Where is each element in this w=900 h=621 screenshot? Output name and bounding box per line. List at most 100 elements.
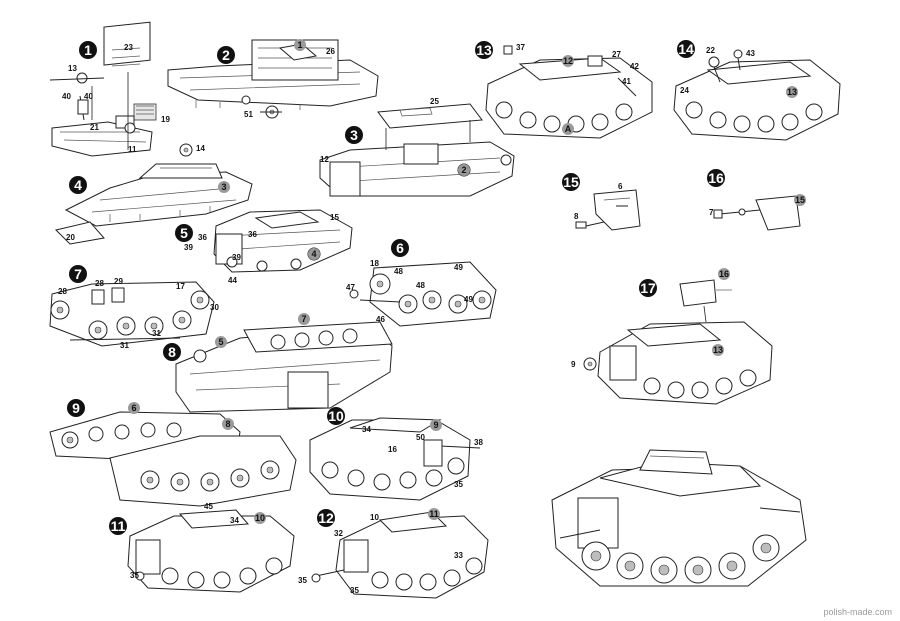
step-16-ref-badge — [794, 194, 806, 206]
step-9-drawing — [49, 411, 297, 507]
part-label: 48 — [394, 267, 403, 276]
step-6-number: 6 — [396, 240, 404, 256]
step-1-badge — [79, 41, 97, 59]
part-label: 37 — [516, 43, 525, 52]
step-10-drawing — [309, 417, 481, 501]
step-9-callouts: 9 6 8 — [67, 399, 234, 430]
step-3-drawing — [319, 103, 515, 197]
step-8-number: 8 — [168, 344, 176, 360]
step-5-ref-badge — [308, 248, 320, 260]
step-8-drawing — [175, 321, 393, 413]
part-label: 35 — [298, 576, 307, 585]
step-14-callouts: 14 13 22 43 24 — [677, 40, 798, 98]
step-12-drawing — [311, 511, 489, 599]
step-17-ref-badge — [718, 268, 730, 280]
step-10-ref-number: 9 — [433, 420, 438, 430]
step-16-number: 16 — [708, 170, 724, 186]
step-5-number: 5 — [180, 225, 188, 241]
part-label: 40 — [84, 92, 93, 101]
part-label: 10 — [370, 513, 379, 522]
part-label: 51 — [244, 110, 253, 119]
part-label: 31 — [152, 329, 161, 338]
step-8-ref-number: 7 — [301, 314, 306, 324]
part-label: 39 — [184, 243, 193, 252]
part-label: 25 — [430, 97, 439, 106]
step-4-badge — [69, 176, 87, 194]
step-13-callouts: 13 12 37 27 42 41 A — [475, 41, 639, 135]
part-label: 45 — [204, 502, 213, 511]
part-label: 46 — [376, 315, 385, 324]
part-label: 9 — [571, 360, 576, 369]
step-4-drawing — [55, 143, 253, 245]
part-label: 40 — [62, 92, 71, 101]
step-5-callouts: 5 4 15 36 36 39 39 44 — [175, 213, 339, 285]
part-label: 14 — [196, 144, 205, 153]
step-17-number: 17 — [640, 280, 656, 296]
step-4-ref-badge — [218, 181, 230, 193]
part-label: 43 — [746, 49, 755, 58]
step-16-drawing — [713, 195, 801, 231]
step-1-number: 1 — [84, 42, 92, 58]
part-label: 49 — [454, 263, 463, 272]
step-12-badge — [317, 509, 335, 527]
part-label: 35 — [350, 586, 359, 595]
step-8-badge — [163, 343, 181, 361]
step-6-callouts: 6 18 48 48 49 49 47 46 — [346, 239, 473, 324]
step-9-ref-number: 6 — [131, 403, 136, 413]
part-label: 33 — [454, 551, 463, 560]
part-label: 44 — [228, 276, 237, 285]
part-label: 7 — [709, 208, 714, 217]
part-label: 35 — [454, 480, 463, 489]
step-2-callouts: 2 1 26 51 — [217, 39, 335, 119]
part-label: 42 — [630, 62, 639, 71]
finished-model-drawing — [551, 449, 807, 587]
step-14-badge — [677, 40, 695, 58]
step-17-drawing — [583, 279, 773, 405]
part-label: 38 — [474, 438, 483, 447]
part-label: 19 — [161, 115, 170, 124]
step-12-ref-badge — [428, 508, 440, 520]
part-label: 35 — [130, 571, 139, 580]
part-label: 39 — [232, 253, 241, 262]
watermark: polish-made.com — [823, 607, 892, 617]
step-3-number: 3 — [350, 127, 358, 143]
step-14-number: 14 — [678, 41, 694, 57]
step-9-badge — [67, 399, 85, 417]
part-label: 48 — [416, 281, 425, 290]
step-9-ref-badge — [128, 402, 140, 414]
step-15-badge — [562, 173, 580, 191]
part-label: 21 — [90, 123, 99, 132]
step-14-drawing — [673, 49, 841, 141]
step-5-ref-number: 4 — [311, 249, 316, 259]
step-13-ref-badge — [562, 55, 574, 67]
step-13-number: 13 — [476, 42, 492, 58]
part-label: 11 — [128, 145, 137, 154]
step-17-ref-number: 16 — [719, 269, 729, 279]
part-label: 47 — [346, 283, 355, 292]
step-3-ref-number: 2 — [461, 165, 466, 175]
step-9-ref-badge-2 — [222, 418, 234, 430]
step-12-ref-number: 11 — [429, 509, 439, 519]
step-7-drawing — [49, 281, 215, 347]
part-label: 26 — [326, 47, 335, 56]
part-label: 27 — [612, 50, 621, 59]
step-14-ref-badge — [786, 86, 798, 98]
part-label: 34 — [362, 425, 371, 434]
step-3-ref-badge — [458, 164, 470, 176]
part-label: 32 — [334, 529, 343, 538]
step-8-ref-badge — [298, 313, 310, 325]
step-17-badge — [639, 279, 657, 297]
part-label: 12 — [320, 155, 329, 164]
part-label: 18 — [370, 259, 379, 268]
step-8-ref-number-2: 5 — [218, 337, 223, 347]
step-8-ref-badge-2 — [215, 336, 227, 348]
step-7-number: 7 — [74, 266, 82, 282]
part-label: 50 — [416, 433, 425, 442]
step-10-callouts: 10 9 34 50 38 16 35 — [327, 407, 483, 489]
part-label: 20 — [66, 233, 75, 242]
step-13-drawing — [485, 45, 653, 139]
step-13-ref-number: 12 — [563, 56, 573, 66]
part-label: 17 — [176, 282, 185, 291]
